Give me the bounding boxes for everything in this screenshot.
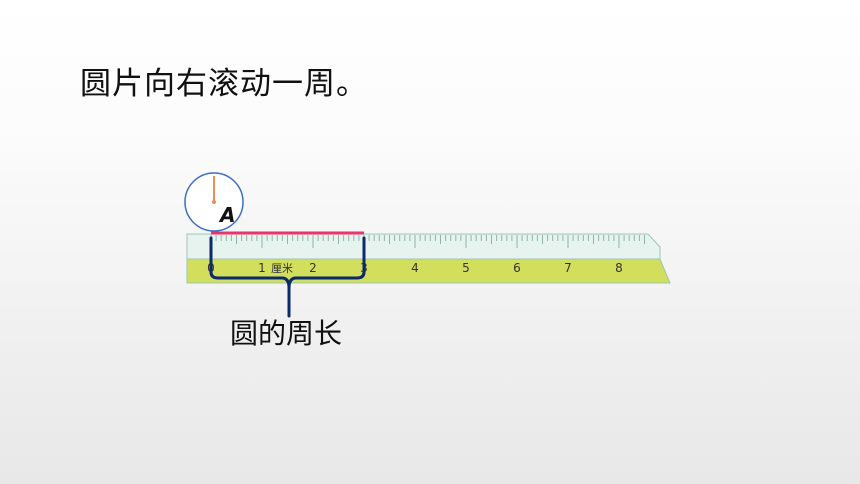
page-title: 圆片向右滚动一周。 [80, 66, 368, 102]
ruler-ticks [210, 235, 645, 248]
ruler-unit-label: 厘米 [271, 262, 293, 275]
ruler-number: 7 [564, 261, 572, 275]
ruler-top-band [186, 233, 661, 260]
circumference-brace [209, 236, 366, 318]
circumference-caption: 圆的周长 [230, 317, 343, 350]
circle-center-dot [212, 200, 216, 204]
ruler-number: 6 [513, 261, 521, 275]
ruler-number: 8 [615, 261, 623, 275]
rolling-circle: A [184, 172, 244, 232]
ruler-number: 1 [258, 261, 266, 275]
point-a-label: A [218, 203, 235, 227]
ruler-number: 4 [411, 261, 419, 275]
ruler-number: 2 [309, 261, 317, 275]
ruler-number: 5 [462, 261, 470, 275]
